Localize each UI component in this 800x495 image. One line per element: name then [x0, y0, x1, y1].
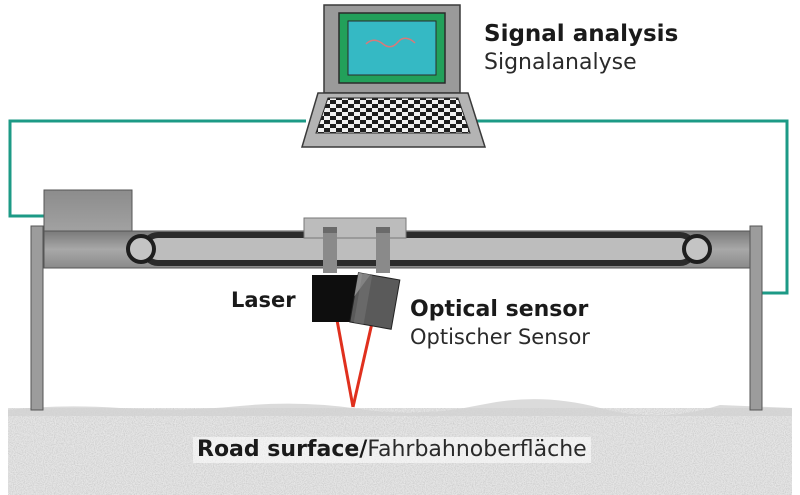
laptop-keyboard	[315, 97, 471, 134]
laptop	[300, 4, 487, 148]
road-surface-label-de: Fahrbahnoberfläche	[367, 437, 587, 462]
sensor-carriage	[303, 217, 407, 273]
signal-analysis-label-de: Signalanalyse	[484, 50, 637, 76]
signal-analysis-label-en: Signal analysis	[484, 21, 679, 47]
laser-beam	[335, 319, 374, 408]
optical-sensor-label-de: Optischer Sensor	[410, 325, 590, 350]
road-surface-label-separator: /	[359, 437, 368, 462]
signal-cable	[8, 119, 789, 295]
laser-label: Laser	[231, 288, 296, 312]
signal-waveform	[365, 37, 416, 48]
laptop-screen-display	[347, 20, 437, 76]
cable-left	[8, 119, 306, 218]
left-support-leg	[30, 225, 44, 411]
conveyor-belt	[126, 232, 712, 266]
road-surface-label: Road surface/Fahrbahnoberfläche	[193, 437, 591, 464]
cable-right	[474, 119, 789, 295]
optical-sensor-label: Optical sensor Optischer Sensor	[410, 297, 590, 350]
right-pulley	[682, 234, 712, 264]
optical-sensor-unit	[349, 272, 401, 330]
road-surface-label-en: Road surface	[197, 437, 360, 462]
optical-sensor-label-en: Optical sensor	[410, 297, 589, 322]
left-pulley	[126, 234, 156, 264]
signal-analysis-label: Signal analysis Signalanalyse	[484, 21, 679, 76]
right-support-leg	[749, 225, 763, 411]
